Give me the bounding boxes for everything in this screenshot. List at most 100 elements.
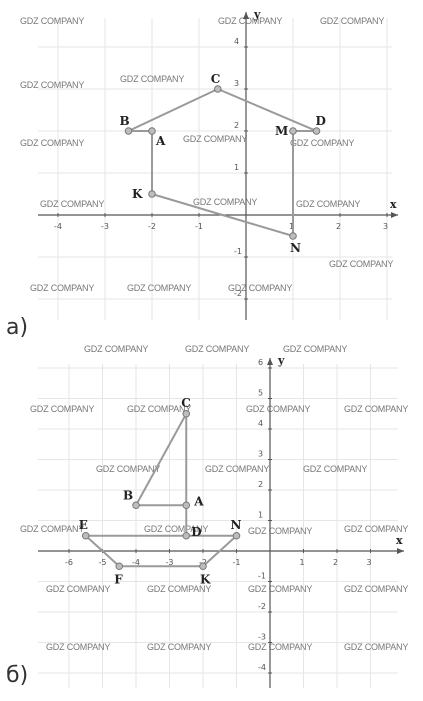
watermark-text: GDZ COMPANY [248, 642, 312, 652]
watermark-text: GDZ COMPANY [248, 526, 312, 536]
watermark-text: GDZ COMPANY [46, 584, 110, 594]
point-E [81, 531, 90, 540]
point-label-C: C [181, 396, 191, 410]
segment-BC [135, 413, 188, 506]
point-K [148, 190, 156, 198]
watermark-text: GDZ COMPANY [20, 16, 84, 26]
point-label-D: D [191, 525, 201, 539]
x-tick-label: 1 [300, 558, 305, 567]
point-label-B: B [123, 488, 133, 502]
point-label-E: E [79, 518, 88, 532]
point-A [182, 501, 191, 510]
watermark-text: GDZ COMPANY [246, 404, 310, 414]
segment-CD [217, 88, 317, 132]
x-axis-arrow-icon [391, 212, 398, 218]
watermark-text: GDZ COMPANY [193, 197, 257, 207]
watermark-text: GDZ COMPANY [283, 344, 347, 354]
watermark-text: GDZ COMPANY [228, 283, 292, 293]
watermark-text: GDZ COMPANY [120, 74, 184, 84]
point-B [124, 127, 133, 135]
y-tick-label: -4 [258, 663, 266, 672]
point-label-N: N [290, 241, 301, 255]
y-tick-label: -2 [258, 602, 266, 611]
point-A [148, 127, 156, 135]
x-tick-label: 2 [333, 558, 338, 567]
x-tick-label: 1 [289, 222, 294, 231]
point-D [312, 127, 321, 135]
point-label-F: F [114, 572, 123, 586]
x-tick-label: 3 [367, 558, 372, 567]
watermark-text: GDZ COMPANY [144, 524, 208, 534]
watermark-text: GDZ COMPANY [248, 584, 312, 594]
x-tick-label: -4 [54, 222, 62, 231]
watermark-text: GDZ COMPANY [147, 642, 211, 652]
watermark-text: GDZ COMPANY [329, 259, 393, 269]
x-tick-label: -1 [195, 222, 203, 231]
point-C [182, 409, 191, 418]
grid [38, 364, 398, 688]
x-axis-label: x [390, 198, 397, 211]
point-C [214, 85, 222, 93]
watermark-text: GDZ COMPANY [84, 344, 148, 354]
watermark-text: GDZ COMPANY [96, 464, 160, 474]
point-label-K: K [132, 187, 143, 201]
y-tick-label: 4 [258, 419, 263, 428]
x-tick-label: -1 [233, 558, 241, 567]
y-axis-label: y [253, 8, 261, 21]
y-tick-label: 3 [234, 79, 239, 88]
watermark-text: GDZ COMPANY [303, 464, 367, 474]
y-tick-label: 1 [258, 511, 263, 520]
point-B [132, 501, 140, 510]
watermark-text: GDZ COMPANY [127, 283, 191, 293]
point-label-A: A [193, 494, 204, 508]
point-label-M: M [275, 124, 288, 138]
y-axis-arrow-icon [267, 358, 273, 365]
x-tick-label: -2 [148, 222, 156, 231]
segment-KN [202, 535, 238, 567]
y-tick-label: -1 [258, 572, 266, 581]
watermark-text: GDZ COMPANY [127, 404, 191, 414]
watermark-text: GDZ COMPANY [40, 199, 104, 209]
watermark-text: GDZ COMPANY [344, 642, 408, 652]
watermark-text: GDZ COMPANY [205, 464, 269, 474]
watermark-text: GDZ COMPANY [185, 344, 249, 354]
point-F [115, 562, 124, 571]
segment-KN [151, 193, 294, 237]
segment-EF [85, 535, 120, 567]
watermark-text: GDZ COMPANY [218, 16, 282, 26]
watermarks: GDZ COMPANY GDZ COMPANY GDZ COMPANY GDZ COM… [20, 16, 394, 293]
watermark-text: GDZ COMPANY [20, 138, 84, 148]
watermark-text: GDZ COMPANY [30, 283, 94, 293]
y-axis-label: y [277, 354, 285, 367]
point-label-C: C [211, 72, 221, 86]
y-tick-label: 1 [234, 163, 239, 172]
point-M [289, 127, 297, 135]
watermark-text: GDZ COMPANY [30, 404, 94, 414]
watermark-text: GDZ COMPANY [183, 134, 247, 144]
y-tick-label: 6 [258, 358, 263, 367]
segment-BC [128, 88, 219, 132]
x-tick-label: -5 [99, 558, 107, 567]
y-tick-label: -2 [234, 289, 242, 298]
x-axis-label: x [396, 534, 403, 547]
point-label-B: B [120, 114, 130, 128]
x-tick-label: 3 [383, 222, 388, 231]
diagram-a: GDZ COMPANY GDZ COMPANY GDZ COMPANY GDZ COM… [6, 8, 398, 340]
point-N [232, 531, 241, 540]
watermark-text: GDZ COMPANY [20, 80, 84, 90]
y-tick-label: 3 [258, 450, 263, 459]
watermark-text: GDZ COMPANY [344, 584, 408, 594]
x-tick-label: -3 [166, 558, 174, 567]
x-tick-label: -6 [65, 558, 73, 567]
watermark-text: GDZ COMPANY [344, 524, 408, 534]
y-tick-label: 2 [234, 121, 239, 130]
x-tick-label: -4 [132, 558, 140, 567]
watermark-text: GDZ COMPANY [147, 584, 211, 594]
x-tick-label: -3 [101, 222, 109, 231]
x-tick-label: 2 [336, 222, 341, 231]
y-tick-label: 2 [258, 480, 263, 489]
y-tick-label: -1 [234, 247, 242, 256]
y-tick-label: 4 [234, 37, 239, 46]
point-label-K: K [200, 572, 211, 586]
